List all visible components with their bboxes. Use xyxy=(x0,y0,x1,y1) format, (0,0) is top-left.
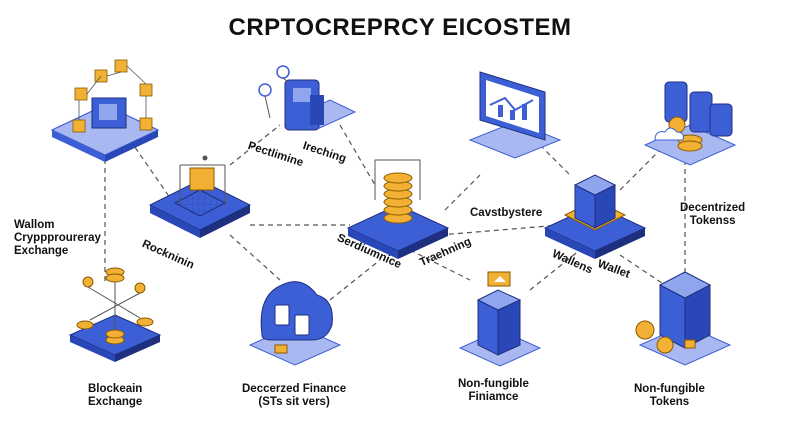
page-title: CRPTOCREPRCY EICOSTEM xyxy=(228,14,572,41)
label-blockeain-exchange: Blockeain Exchange xyxy=(88,383,143,408)
server-tower-icon xyxy=(458,271,542,367)
label-wallom-exchange: Wallom Cryppproureray Exchange xyxy=(14,219,101,257)
wallet-cube-icon xyxy=(543,174,647,259)
coin-tower-icon xyxy=(346,159,450,259)
label-nonfungible-tokens: Non-fungible Tokens xyxy=(634,383,705,408)
network-cubes-icon xyxy=(50,59,160,162)
cloud-device-icon xyxy=(248,281,342,366)
label-decentrized-tokens: Decentrized Tokenss xyxy=(680,202,746,227)
label-cavstbystere: Cavstbystere xyxy=(470,207,543,219)
server-robot-icon xyxy=(258,65,357,131)
label-deccerzed-finance: Deccerzed Finance (STs sit vers) xyxy=(242,383,347,408)
chip-platform-icon xyxy=(148,155,252,238)
monitor-chart-icon xyxy=(468,71,562,159)
coin-stacks-icon xyxy=(643,81,737,166)
exchange-coins-icon xyxy=(68,267,162,362)
nft-tower-icon xyxy=(635,271,732,366)
label-nonfungible-finance: Non-fungible Finiamce xyxy=(458,378,529,403)
